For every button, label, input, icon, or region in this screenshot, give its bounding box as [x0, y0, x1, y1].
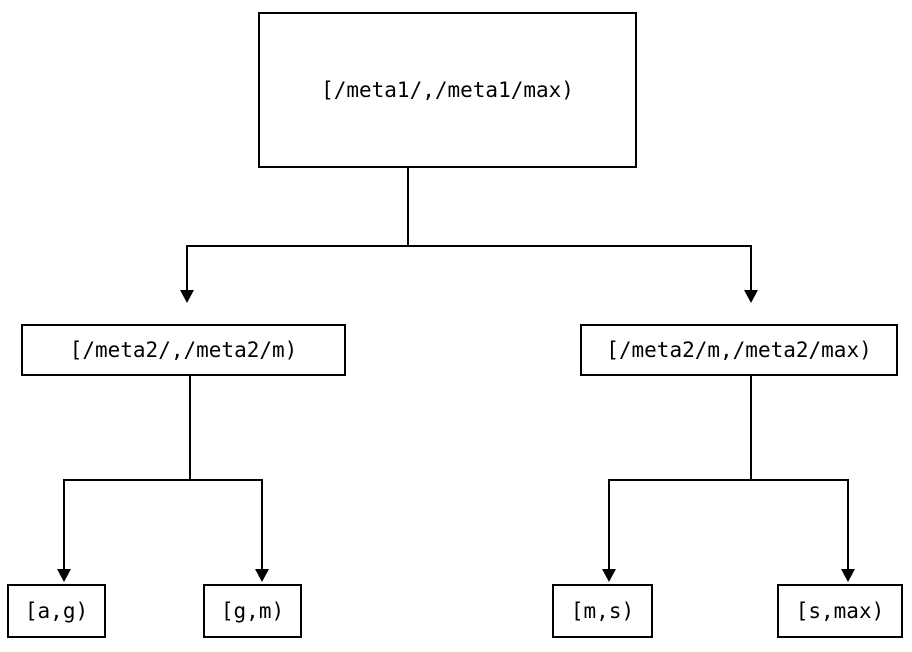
- edge-level1-left-crossbar: [63, 479, 263, 481]
- arrowhead-leaf-gm: [255, 569, 269, 582]
- arrowhead-leaf-ag: [57, 569, 71, 582]
- edge-to-leaf-smax: [847, 479, 849, 570]
- arrowhead-level1-left: [180, 290, 194, 303]
- arrowhead-leaf-smax: [841, 569, 855, 582]
- arrowhead-level1-right: [744, 290, 758, 303]
- node-leaf-ms-label: [m,s): [570, 598, 635, 623]
- node-level1-right-label: [/meta2/m,/meta2/max): [606, 337, 872, 362]
- edge-to-leaf-gm: [261, 479, 263, 570]
- node-level1-left[interactable]: [/meta2/,/meta2/m): [21, 324, 346, 376]
- node-level1-left-label: [/meta2/,/meta2/m): [69, 337, 298, 362]
- node-leaf-smax[interactable]: [s,max): [777, 584, 903, 638]
- edge-to-leaf-ms: [608, 479, 610, 570]
- edge-root-to-level1-right: [750, 245, 752, 291]
- node-root[interactable]: [/meta1/,/meta1/max): [258, 12, 637, 168]
- node-leaf-ag[interactable]: [a,g): [7, 584, 106, 638]
- node-level1-right[interactable]: [/meta2/m,/meta2/max): [580, 324, 898, 376]
- arrowhead-leaf-ms: [602, 569, 616, 582]
- node-leaf-ag-label: [a,g): [24, 598, 89, 623]
- edge-root-stem: [407, 168, 409, 247]
- edge-level1-right-stem: [750, 376, 752, 480]
- edge-root-to-level1-left: [186, 245, 188, 291]
- edge-to-leaf-ag: [63, 479, 65, 570]
- edge-root-crossbar: [186, 245, 752, 247]
- node-leaf-ms[interactable]: [m,s): [552, 584, 653, 638]
- node-leaf-gm-label: [g,m): [220, 598, 285, 623]
- node-leaf-gm[interactable]: [g,m): [203, 584, 302, 638]
- edge-level1-right-crossbar: [608, 479, 849, 481]
- node-leaf-smax-label: [s,max): [795, 598, 885, 623]
- edge-level1-left-stem: [189, 376, 191, 480]
- node-root-label: [/meta1/,/meta1/max): [321, 77, 574, 102]
